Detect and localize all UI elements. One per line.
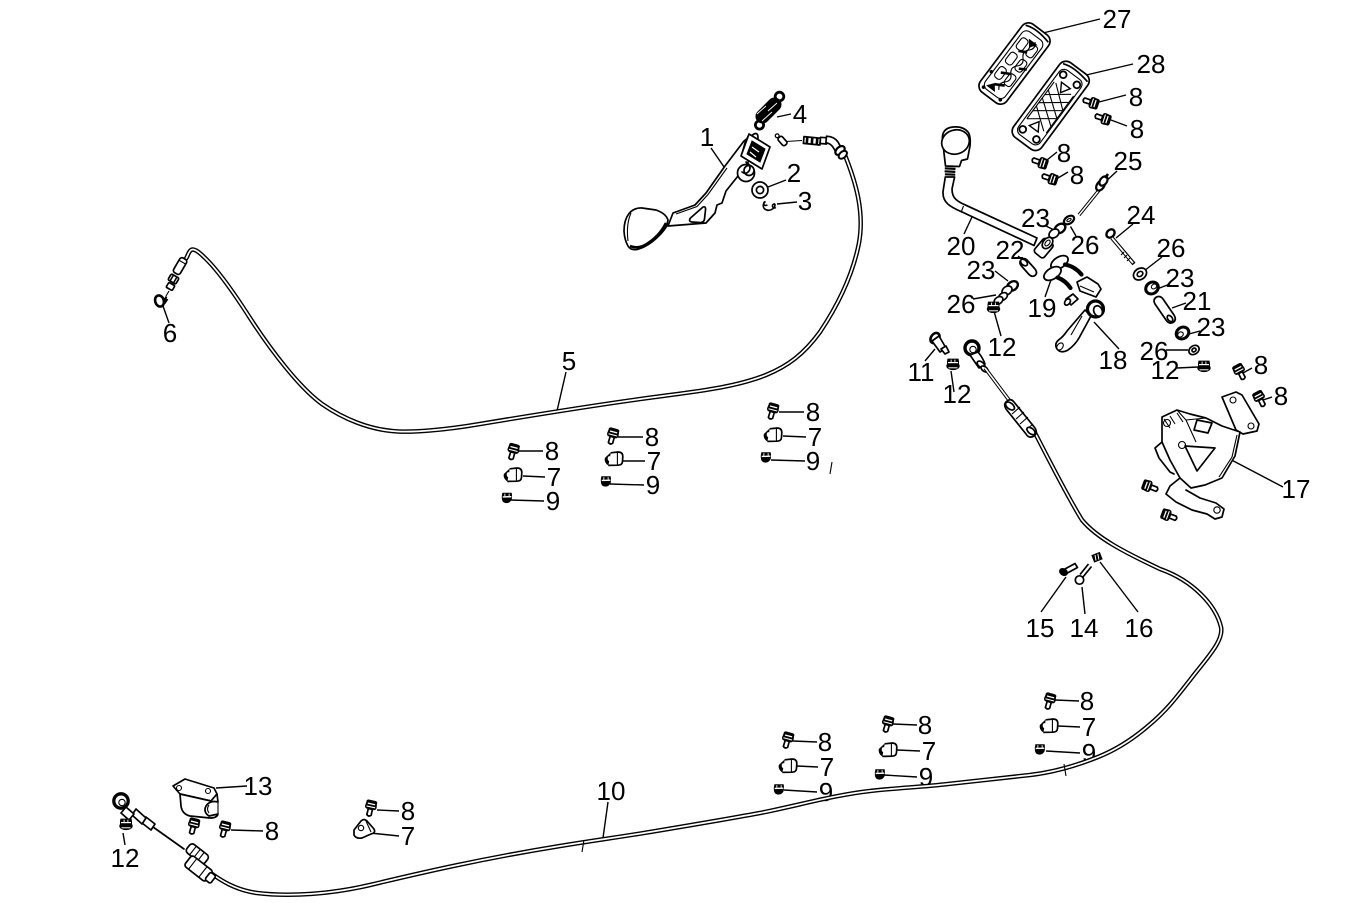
svg-text:8: 8 (1274, 381, 1288, 411)
svg-text:1: 1 (700, 122, 714, 152)
svg-text:8: 8 (918, 710, 932, 740)
svg-text:28: 28 (1137, 49, 1166, 79)
svg-text:7: 7 (647, 446, 661, 476)
svg-text:11: 11 (908, 357, 935, 387)
svg-text:12: 12 (988, 332, 1017, 362)
svg-text:7: 7 (547, 462, 561, 492)
svg-text:7: 7 (1082, 712, 1096, 742)
svg-text:18: 18 (1099, 345, 1128, 375)
svg-text:8: 8 (1254, 350, 1268, 380)
svg-text:4: 4 (793, 99, 807, 129)
svg-text:12: 12 (943, 379, 972, 409)
svg-text:8: 8 (818, 727, 832, 757)
svg-text:8: 8 (1129, 82, 1143, 112)
svg-text:8: 8 (265, 816, 279, 846)
svg-text:8: 8 (1070, 160, 1084, 190)
svg-text:26: 26 (1140, 336, 1169, 366)
svg-text:25: 25 (1114, 146, 1143, 176)
svg-text:10: 10 (597, 776, 626, 806)
svg-text:23: 23 (1021, 203, 1050, 233)
svg-text:9: 9 (806, 446, 820, 476)
svg-text:8: 8 (806, 397, 820, 427)
svg-text:2: 2 (787, 158, 801, 188)
svg-text:27: 27 (1103, 4, 1132, 34)
svg-text:23: 23 (967, 255, 996, 285)
svg-text:13: 13 (244, 771, 273, 801)
svg-text:8: 8 (645, 422, 659, 452)
svg-text:9: 9 (646, 470, 660, 500)
svg-text:12: 12 (1151, 355, 1180, 385)
svg-text:9: 9 (819, 777, 833, 807)
svg-text:8: 8 (1057, 138, 1071, 168)
svg-text:6: 6 (163, 318, 177, 348)
svg-text:7: 7 (922, 736, 936, 766)
svg-text:23: 23 (1166, 263, 1195, 293)
svg-text:8: 8 (401, 796, 415, 826)
svg-text:15: 15 (1026, 613, 1055, 643)
svg-text:3: 3 (798, 186, 812, 216)
svg-text:26: 26 (947, 289, 976, 319)
svg-text:12: 12 (111, 843, 140, 873)
svg-text:8: 8 (1130, 114, 1144, 144)
svg-text:20: 20 (947, 231, 976, 261)
svg-text:7: 7 (401, 821, 415, 851)
svg-text:23: 23 (1197, 312, 1226, 342)
svg-text:8: 8 (1080, 686, 1094, 716)
svg-text:5: 5 (562, 346, 576, 376)
svg-text:7: 7 (820, 752, 834, 782)
svg-text:9: 9 (546, 486, 560, 516)
svg-text:19: 19 (1028, 293, 1057, 323)
svg-text:7: 7 (808, 422, 822, 452)
svg-text:16: 16 (1125, 613, 1154, 643)
svg-text:21: 21 (1183, 286, 1212, 316)
svg-text:14: 14 (1070, 613, 1099, 643)
svg-text:22: 22 (996, 235, 1025, 265)
svg-text:17: 17 (1282, 474, 1311, 504)
svg-text:8: 8 (545, 436, 559, 466)
